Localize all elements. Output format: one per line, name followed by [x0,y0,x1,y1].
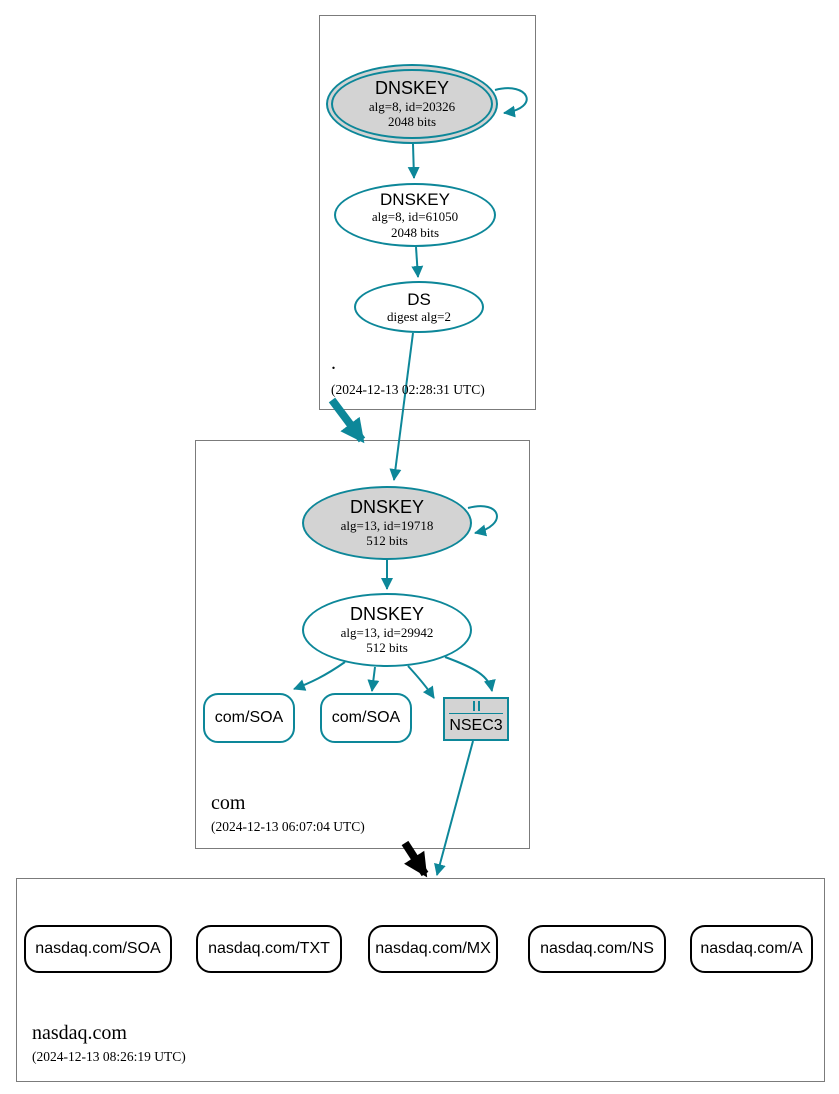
node-detail: alg=8, id=20326 [368,99,456,115]
rrset-com-soa-1-node: com/SOA [203,693,295,743]
node-title: DNSKEY [349,497,425,518]
nsec3-header-cells [472,701,480,711]
rrset-nasdaq-a-node: nasdaq.com/A [690,925,813,973]
node-title: DNSKEY [374,78,450,99]
rrset-nasdaq-txt-node: nasdaq.com/TXT [196,925,342,973]
rrset-nasdaq-ns-node: nasdaq.com/NS [528,925,666,973]
node-detail: alg=13, id=29942 [340,625,434,641]
dnskey-zsk-root-node: DNSKEY alg=8, id=61050 2048 bits [334,183,496,247]
nsec3-label: NSEC3 [449,713,503,737]
zone-timestamp-com: (2024-12-13 06:07:04 UTC) [211,819,365,834]
node-detail: alg=8, id=61050 [371,209,459,225]
zone-name-root: . [331,352,336,374]
zone-timestamp-nasdaq: (2024-12-13 08:26:19 UTC) [32,1049,186,1064]
node-title: DNSKEY [349,604,425,625]
node-title: DNSKEY [380,189,450,209]
zone-box-nasdaq [16,878,825,1082]
dnskey-ksk-com-node: DNSKEY alg=13, id=19718 512 bits [302,486,472,560]
ds-root-node: DS digest alg=2 [354,281,484,333]
dnskey-zsk-com-node: DNSKEY alg=13, id=29942 512 bits [302,593,472,667]
rrset-nasdaq-soa-node: nasdaq.com/SOA [24,925,172,973]
rrset-com-soa-2-node: com/SOA [320,693,412,743]
nsec3-cell [477,701,480,711]
node-detail: 512 bits [366,533,408,549]
zone-name-nasdaq: nasdaq.com [32,1022,127,1044]
rrset-nasdaq-mx-node: nasdaq.com/MX [368,925,498,973]
zone-name-com: com [211,792,246,814]
node-title: DS [407,289,431,309]
nsec3-node: NSEC3 [443,697,509,741]
node-detail: 2048 bits [390,224,440,240]
zone-box-root [319,15,536,410]
nsec3-cell [472,701,475,711]
node-detail: alg=13, id=19718 [340,518,434,534]
node-detail: 512 bits [366,640,408,656]
zone-timestamp-root: (2024-12-13 02:28:31 UTC) [331,382,485,397]
node-detail: 2048 bits [387,114,437,130]
node-detail: digest alg=2 [386,309,452,325]
dnskey-ksk-root-node: DNSKEY alg=8, id=20326 2048 bits [326,64,498,144]
